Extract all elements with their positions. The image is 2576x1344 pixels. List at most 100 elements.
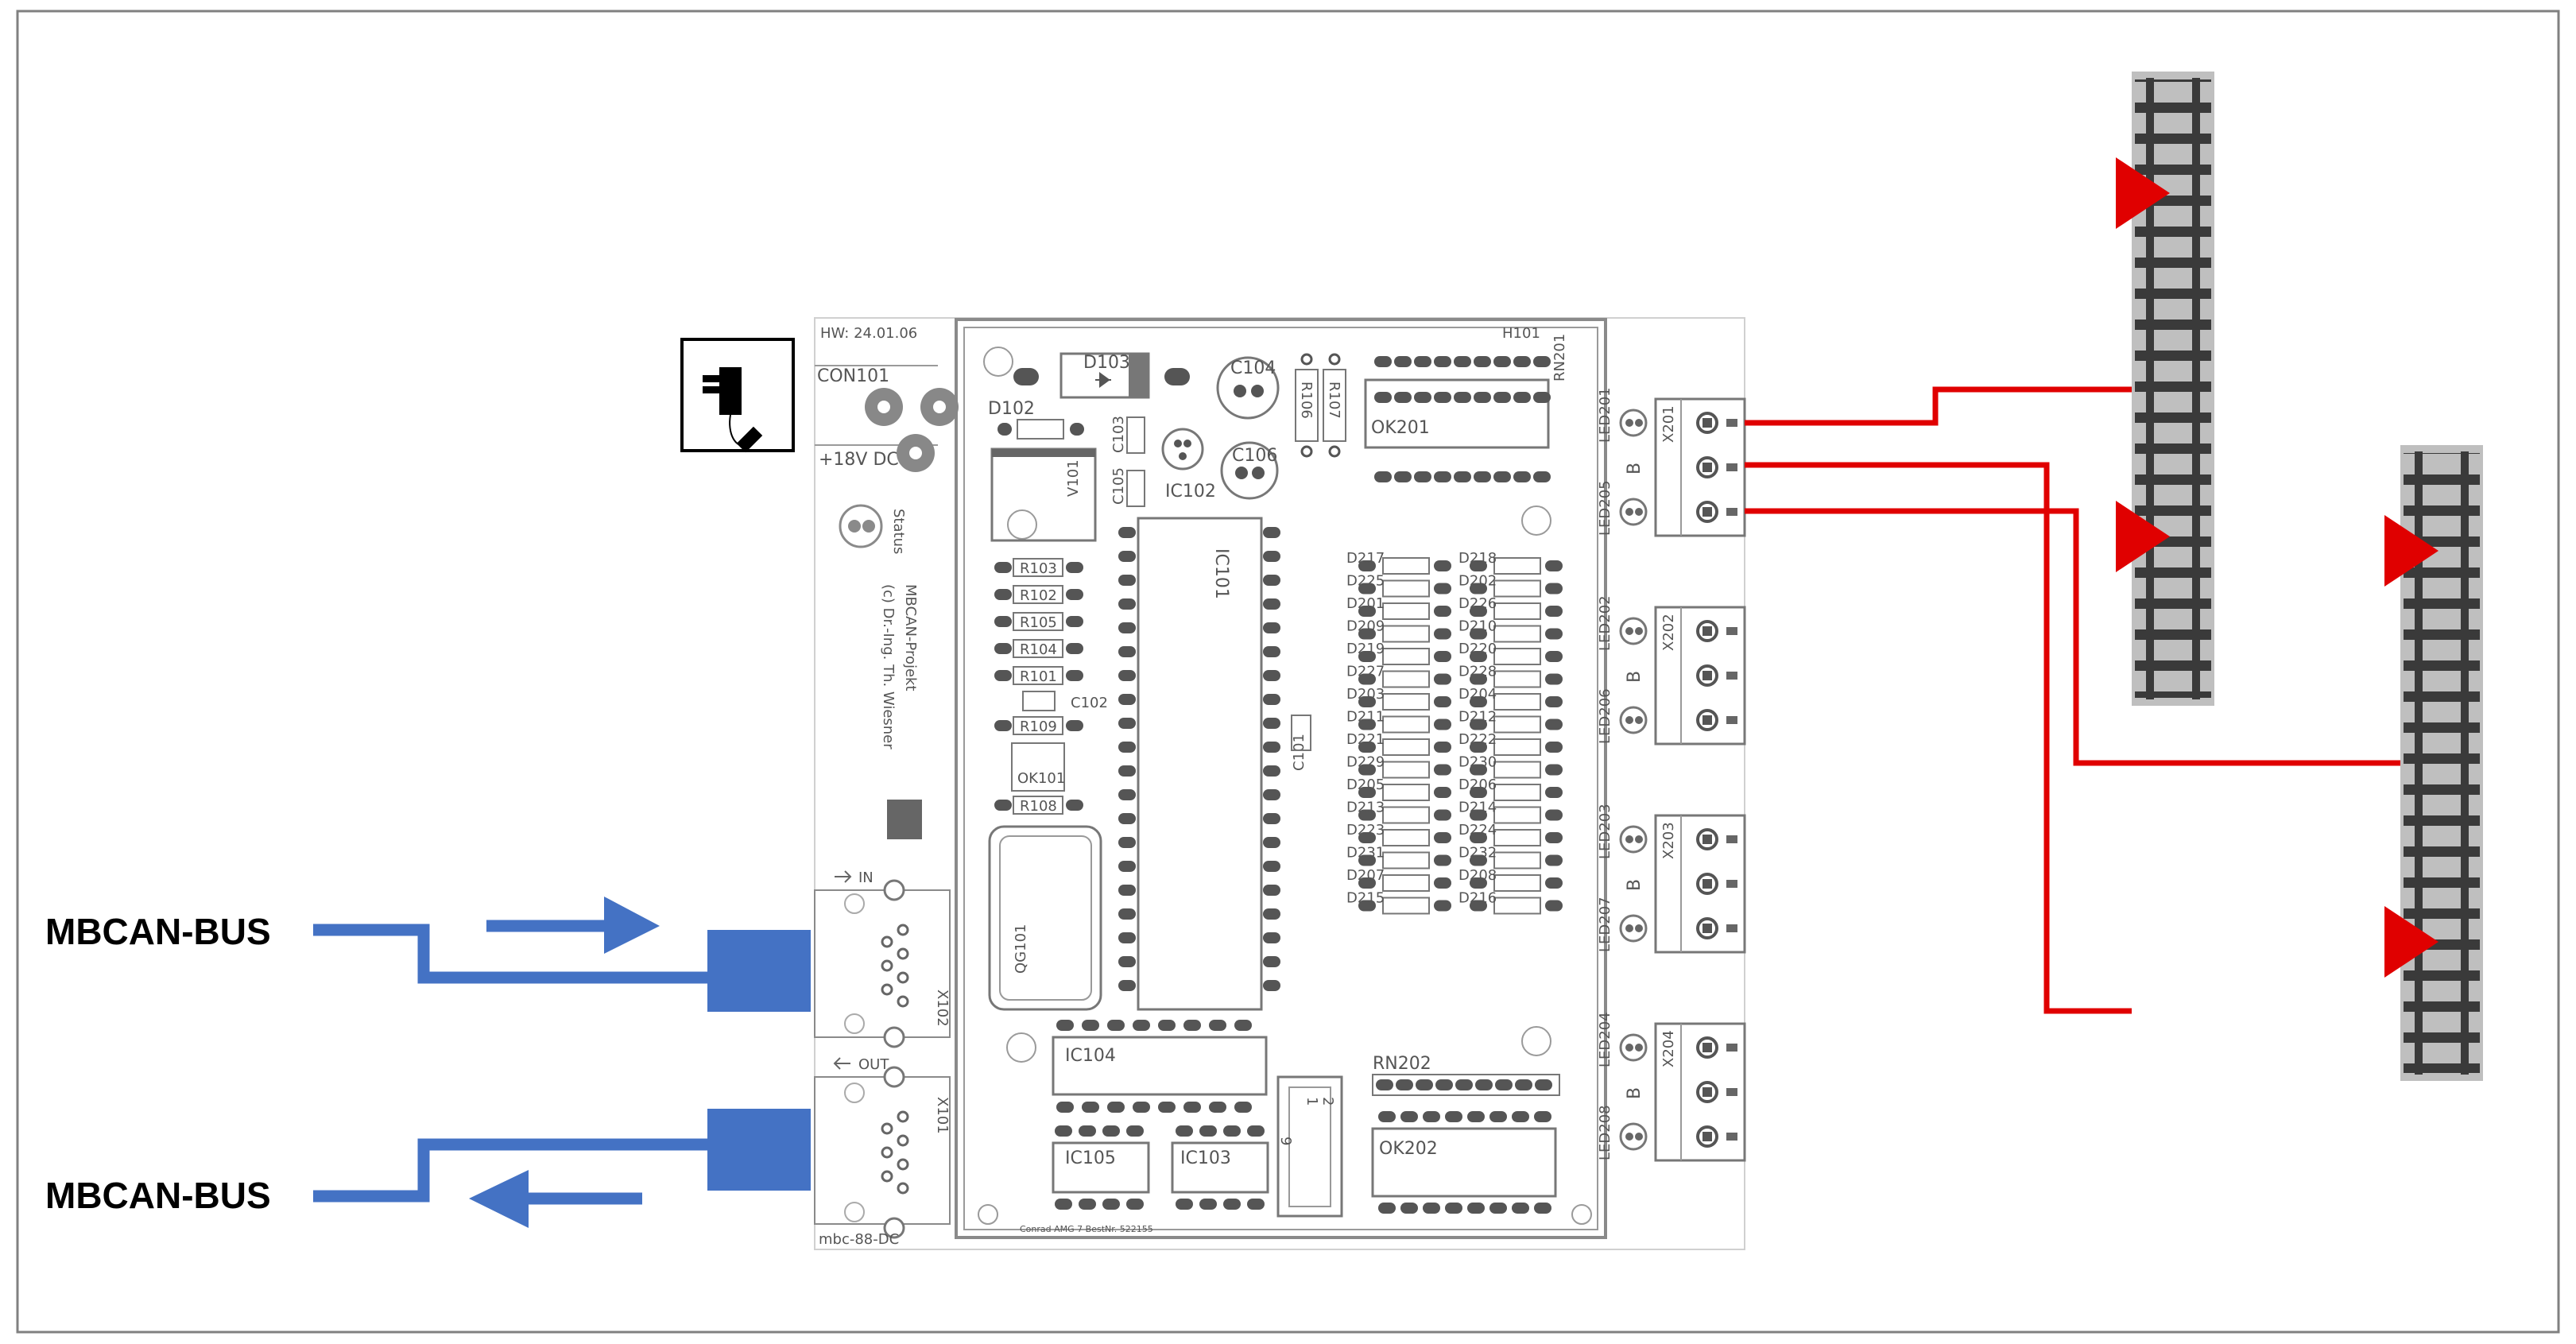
pcb-ic101: IC101 [1211,548,1231,599]
pcb-r101: R101 [1020,668,1057,685]
pcb-pad [994,800,1012,811]
pcb-diode-label: D230 [1458,754,1497,771]
pcb-pad [1416,1079,1433,1090]
led-label-top: LED202 [1597,595,1613,651]
pcb-pad [1176,1199,1193,1210]
pcb-pad [1133,1020,1150,1031]
pcb-pad [1545,696,1563,707]
pcb-pad [1434,718,1451,730]
pcb-diode [1382,602,1430,620]
pcb-c106: C106 [1232,446,1277,466]
pcb-pad [1374,392,1392,403]
pcb-ic105: IC105 [1065,1148,1116,1168]
pcb-pad [1545,606,1563,617]
outer-frame [16,10,2560,1334]
terminal-id: X202 [1660,614,1677,651]
pcb-diode-label: D231 [1346,845,1385,862]
pcb-pad [1118,956,1136,967]
bus-in-label: MBCAN-BUS [45,911,271,952]
pcb-diode-label: D215 [1346,890,1385,907]
pcb-pad [1545,583,1563,595]
pcb-pad [1434,628,1451,640]
pcb-c104: C104 [1230,358,1276,378]
terminal-id: X201 [1660,405,1677,443]
pcb-pad [994,589,1012,600]
pcb-pad [1378,1111,1396,1122]
pcb-pad [1263,718,1280,729]
pcb-diode-label: D201 [1346,595,1385,612]
pcb-pad [1434,560,1451,571]
pcb-pad [1055,1125,1072,1137]
pcb-ok101: OK101 [1017,770,1065,787]
terminal-mid-label: B [1625,463,1644,474]
terminal-blocks: X201LED201LED205BX202LED202LED206BX203LE… [1597,387,1746,1162]
pcb-diode [1382,761,1430,779]
pcb-pad [1434,877,1451,889]
pcb-pad [1126,1199,1144,1210]
pcb-pad [1118,527,1136,538]
pcb-pad [1378,1203,1396,1214]
pcb-pad [1199,1125,1217,1137]
pcb-diode [1493,670,1541,688]
pcb-diode-label: D212 [1458,709,1497,726]
pcb-pad [1470,854,1487,866]
pcb-pad [1454,356,1471,367]
pcb-diode-label: D232 [1458,845,1497,862]
pcb-diode [1493,851,1541,870]
pcb-pad [1545,673,1563,685]
pcb-board-name: mbc-88-DC [819,1231,899,1248]
pcb-pad [1358,832,1376,843]
pcb-pad [1263,813,1280,824]
pcb-pad [1376,1079,1393,1090]
pcb-pad [1183,1102,1201,1113]
pcb-pad [1545,764,1563,776]
pcb-order-no: Conrad AMG 7 BestNr. 522155 [1020,1224,1153,1234]
pcb-pad [1082,1102,1099,1113]
pcb-pad [1535,1079,1552,1090]
feedback-wires [1745,386,2400,1014]
pcb-generated-parts: D217D225D201D209D219D227D203D211D221D229… [994,356,1563,1214]
pcb-pad [1493,471,1511,482]
bus-in-line [313,897,811,1012]
pcb-pad [994,562,1012,573]
pcb-pad [1358,809,1376,821]
pcb-hdr-pin2: 2 [1319,1097,1336,1106]
pcb-pad [1493,356,1511,367]
pcb-pad [1474,392,1491,403]
pcb-pad [1489,1203,1507,1214]
pcb-pad [1470,606,1487,617]
pcb-pad [1435,1079,1453,1090]
pcb-pad [1263,622,1280,633]
pcb-pad [1434,764,1451,776]
pcb-c102: C102 [1071,695,1108,711]
pcb-pad [1470,696,1487,707]
pcb-pad [1102,1199,1120,1210]
pcb-pad [1470,787,1487,798]
pcb-pad [1394,471,1412,482]
pcb-diode [1493,648,1541,665]
pcb-pad [1358,900,1376,912]
pcb-pad [1533,356,1551,367]
pcb-diode [1493,602,1541,620]
pcb-pad [1434,809,1451,821]
pcb-x102: X102 [934,990,951,1027]
pcb-pad [1515,1079,1532,1090]
pcb-diode-label: D214 [1458,800,1497,816]
led-label-top: LED204 [1597,1012,1613,1067]
pcb-pad [1066,720,1083,731]
bus-out-label: MBCAN-BUS [45,1175,271,1216]
pcb-pad [1118,670,1136,681]
pcb-c103: C103 [1110,416,1127,453]
pcb-pad [1434,742,1451,753]
pcb-pad [1209,1102,1226,1113]
pcb-pad [1358,742,1376,753]
pcb-pad [1394,356,1412,367]
pcb-r104: R104 [1020,641,1057,658]
pcb-pad [1423,1111,1440,1122]
pcb-pad [1358,583,1376,595]
pcb-diode [1382,851,1430,870]
pcb-r102: R102 [1020,587,1057,604]
pcb-diode-label: D219 [1346,641,1385,657]
pcb-pad [1545,877,1563,889]
